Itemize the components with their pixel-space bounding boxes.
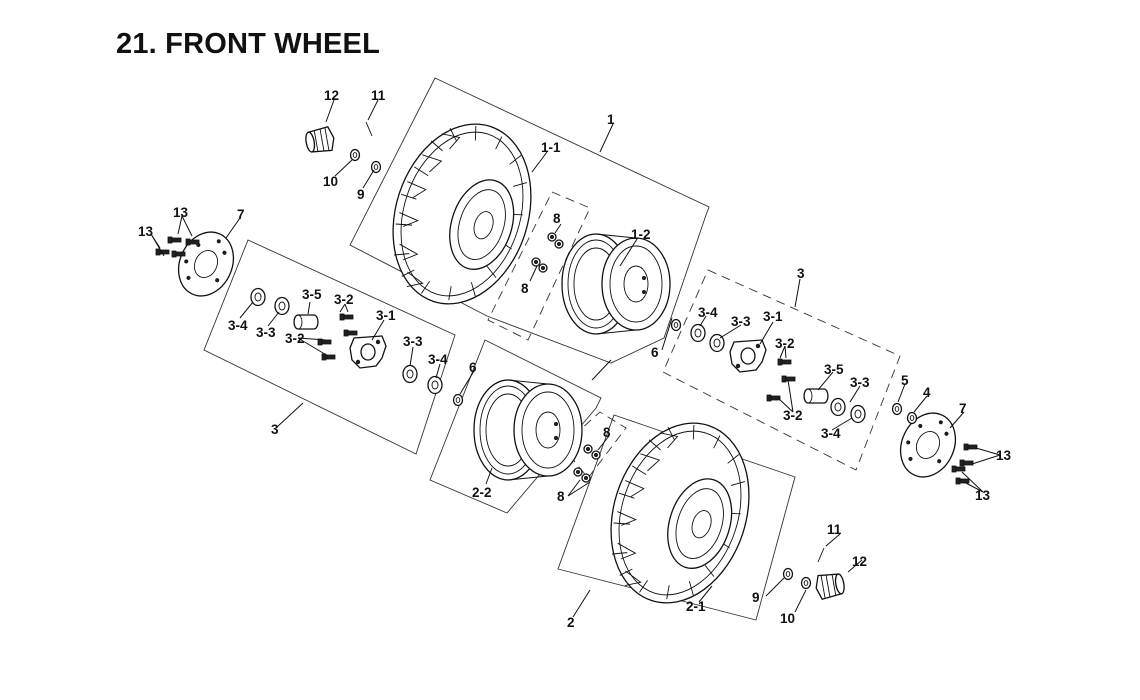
callout-3-4-right-a: 3-4 [698,305,718,320]
callout-12-top: 12 [324,88,339,103]
callout-1-2: 1-2 [631,227,651,242]
callout-3-3-right-b: 3-3 [850,375,870,390]
callout-3-5-right: 3-5 [824,362,844,377]
callout-3-1-right: 3-1 [763,309,783,324]
callout-3-4-right-b: 3-4 [821,426,841,441]
axle-nut-top [303,121,382,174]
callout-3-2-left-a: 3-2 [334,292,354,307]
callout-9-top: 9 [357,187,365,202]
callout-12-bottom: 12 [852,554,867,569]
callout-8-c: 8 [603,425,611,440]
callout-13-br-b: 13 [975,488,991,503]
callout-8-b: 8 [521,281,529,296]
callout-9-bottom: 9 [752,590,760,605]
callout-3-2-right-b: 3-2 [783,408,803,423]
tire-lower [588,404,772,622]
callout-6-mid: 6 [651,345,659,360]
callout-7-right: 7 [959,401,967,416]
assembly-frames [203,77,901,621]
callout-1: 1 [607,112,615,127]
rim-lower [473,379,583,481]
callout-13-tl-a: 13 [173,205,189,220]
callout-8-d: 8 [557,489,565,504]
callout-3-4-left-b: 3-4 [428,352,448,367]
callout-3-2-left-b: 3-2 [285,331,305,346]
page-title: 21. FRONT WHEEL [116,28,381,60]
callout-11-top: 11 [371,88,386,103]
callout-10-top: 10 [323,174,338,189]
callout-8-a: 8 [553,211,561,226]
callout-3-3-right-a: 3-3 [731,314,751,329]
callout-6-left: 6 [469,360,477,375]
callout-3-3-left-b: 3-3 [403,334,423,349]
callout-7-left: 7 [237,207,245,222]
callout-3-2-right-a: 3-2 [775,336,795,351]
callout-3-5-left: 3-5 [302,287,322,302]
callout-3-right: 3 [797,266,805,281]
brake-disc-left [167,222,245,306]
leader-lines [150,99,1001,618]
callout-13-br-a: 13 [996,448,1012,463]
callout-2-2: 2-2 [472,485,492,500]
callout-5: 5 [901,373,909,388]
brake-disc-right [889,403,967,487]
callout-11-bottom: 11 [827,522,842,537]
callouts: 1 1-1 1-2 2 2-1 2-2 3 3 3-1 3-1 3-2 3-2 … [138,88,1012,630]
callout-13-tl-b: 13 [138,224,154,239]
hub-assembly-left [250,287,464,407]
callout-4: 4 [923,385,931,400]
callout-3-4-left-a: 3-4 [228,318,248,333]
callout-3-1-left: 3-1 [376,308,396,323]
callout-2: 2 [567,615,575,630]
callout-3-left: 3 [271,422,279,437]
callout-3-3-left-a: 3-3 [256,325,276,340]
callout-2-1: 2-1 [686,599,706,614]
rim-upper [561,233,671,335]
callout-10-bottom: 10 [780,611,795,626]
axle-nut-bottom [782,547,847,601]
callout-1-1: 1-1 [541,140,561,155]
